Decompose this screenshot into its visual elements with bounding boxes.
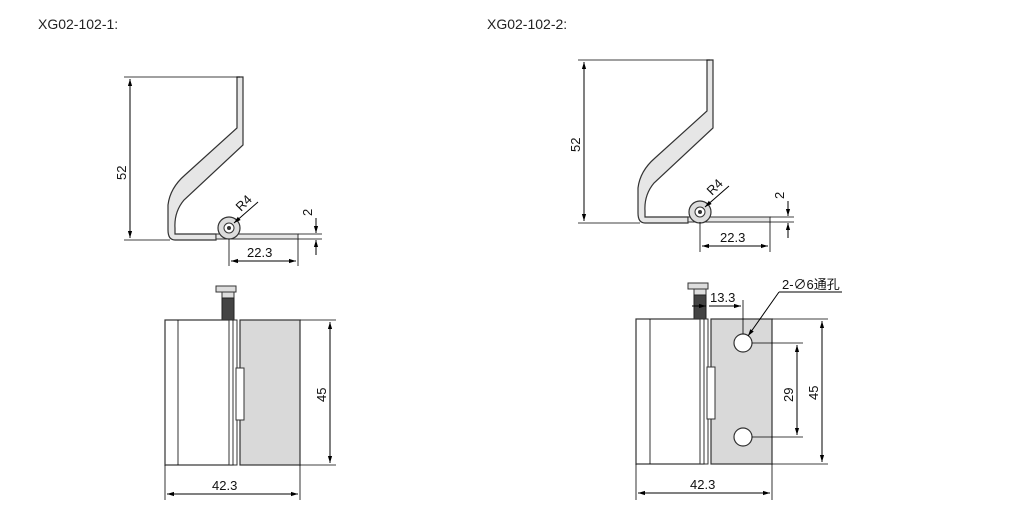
right-radius-label: R4 bbox=[704, 176, 726, 198]
left-thickness-dimension: 2 bbox=[298, 209, 322, 255]
left-height-dimension: 52 bbox=[114, 76, 240, 241]
right-offset-label: 22.3 bbox=[720, 230, 745, 245]
right-width-dimension: 42.3 bbox=[635, 464, 773, 500]
right-offset-dimension: 22.3 bbox=[699, 222, 771, 252]
left-width-label: 42.3 bbox=[212, 478, 237, 493]
left-offset-dimension: 22.3 bbox=[228, 239, 299, 266]
left-plate-height-dimension: 45 bbox=[300, 319, 336, 466]
mounting-hole bbox=[733, 333, 753, 353]
right-front-view bbox=[635, 282, 773, 465]
right-side-profile bbox=[637, 59, 771, 224]
left-front-view bbox=[164, 285, 301, 466]
left-width-dimension: 42.3 bbox=[164, 465, 301, 500]
right-hole-spacing-label: 29 bbox=[781, 388, 796, 402]
left-thickness-label: 2 bbox=[300, 209, 315, 216]
right-plate-height-label: 45 bbox=[806, 386, 821, 400]
left-side-profile bbox=[167, 76, 299, 241]
right-width-label: 42.3 bbox=[690, 477, 715, 492]
right-height-dimension: 52 bbox=[568, 59, 710, 224]
right-radius-dimension: R4 bbox=[704, 176, 730, 208]
right-view-title: XG02-102-2: bbox=[487, 16, 568, 32]
right-plate-height-dimension: 45 bbox=[772, 318, 828, 465]
left-view-title: XG02-102-1: bbox=[38, 16, 119, 32]
left-plate-height-label: 45 bbox=[314, 388, 329, 402]
left-height-label: 52 bbox=[114, 166, 129, 180]
mounting-hole bbox=[733, 427, 753, 447]
left-offset-label: 22.3 bbox=[247, 245, 272, 260]
right-hole-note: 2-∅6通孔 bbox=[747, 277, 842, 337]
left-radius-label: R4 bbox=[233, 192, 255, 214]
right-hole-offset-label: 13.3 bbox=[710, 290, 735, 305]
right-thickness-dimension: 2 bbox=[770, 192, 794, 238]
right-height-label: 52 bbox=[568, 138, 583, 152]
right-thickness-label: 2 bbox=[772, 192, 787, 199]
right-hole-spacing-dimension: 29 bbox=[752, 342, 803, 438]
right-hole-note-label: 2-∅6通孔 bbox=[782, 277, 840, 292]
right-hole-offset-dimension: 13.3 bbox=[692, 290, 744, 334]
left-radius-dimension: R4 bbox=[233, 192, 259, 224]
